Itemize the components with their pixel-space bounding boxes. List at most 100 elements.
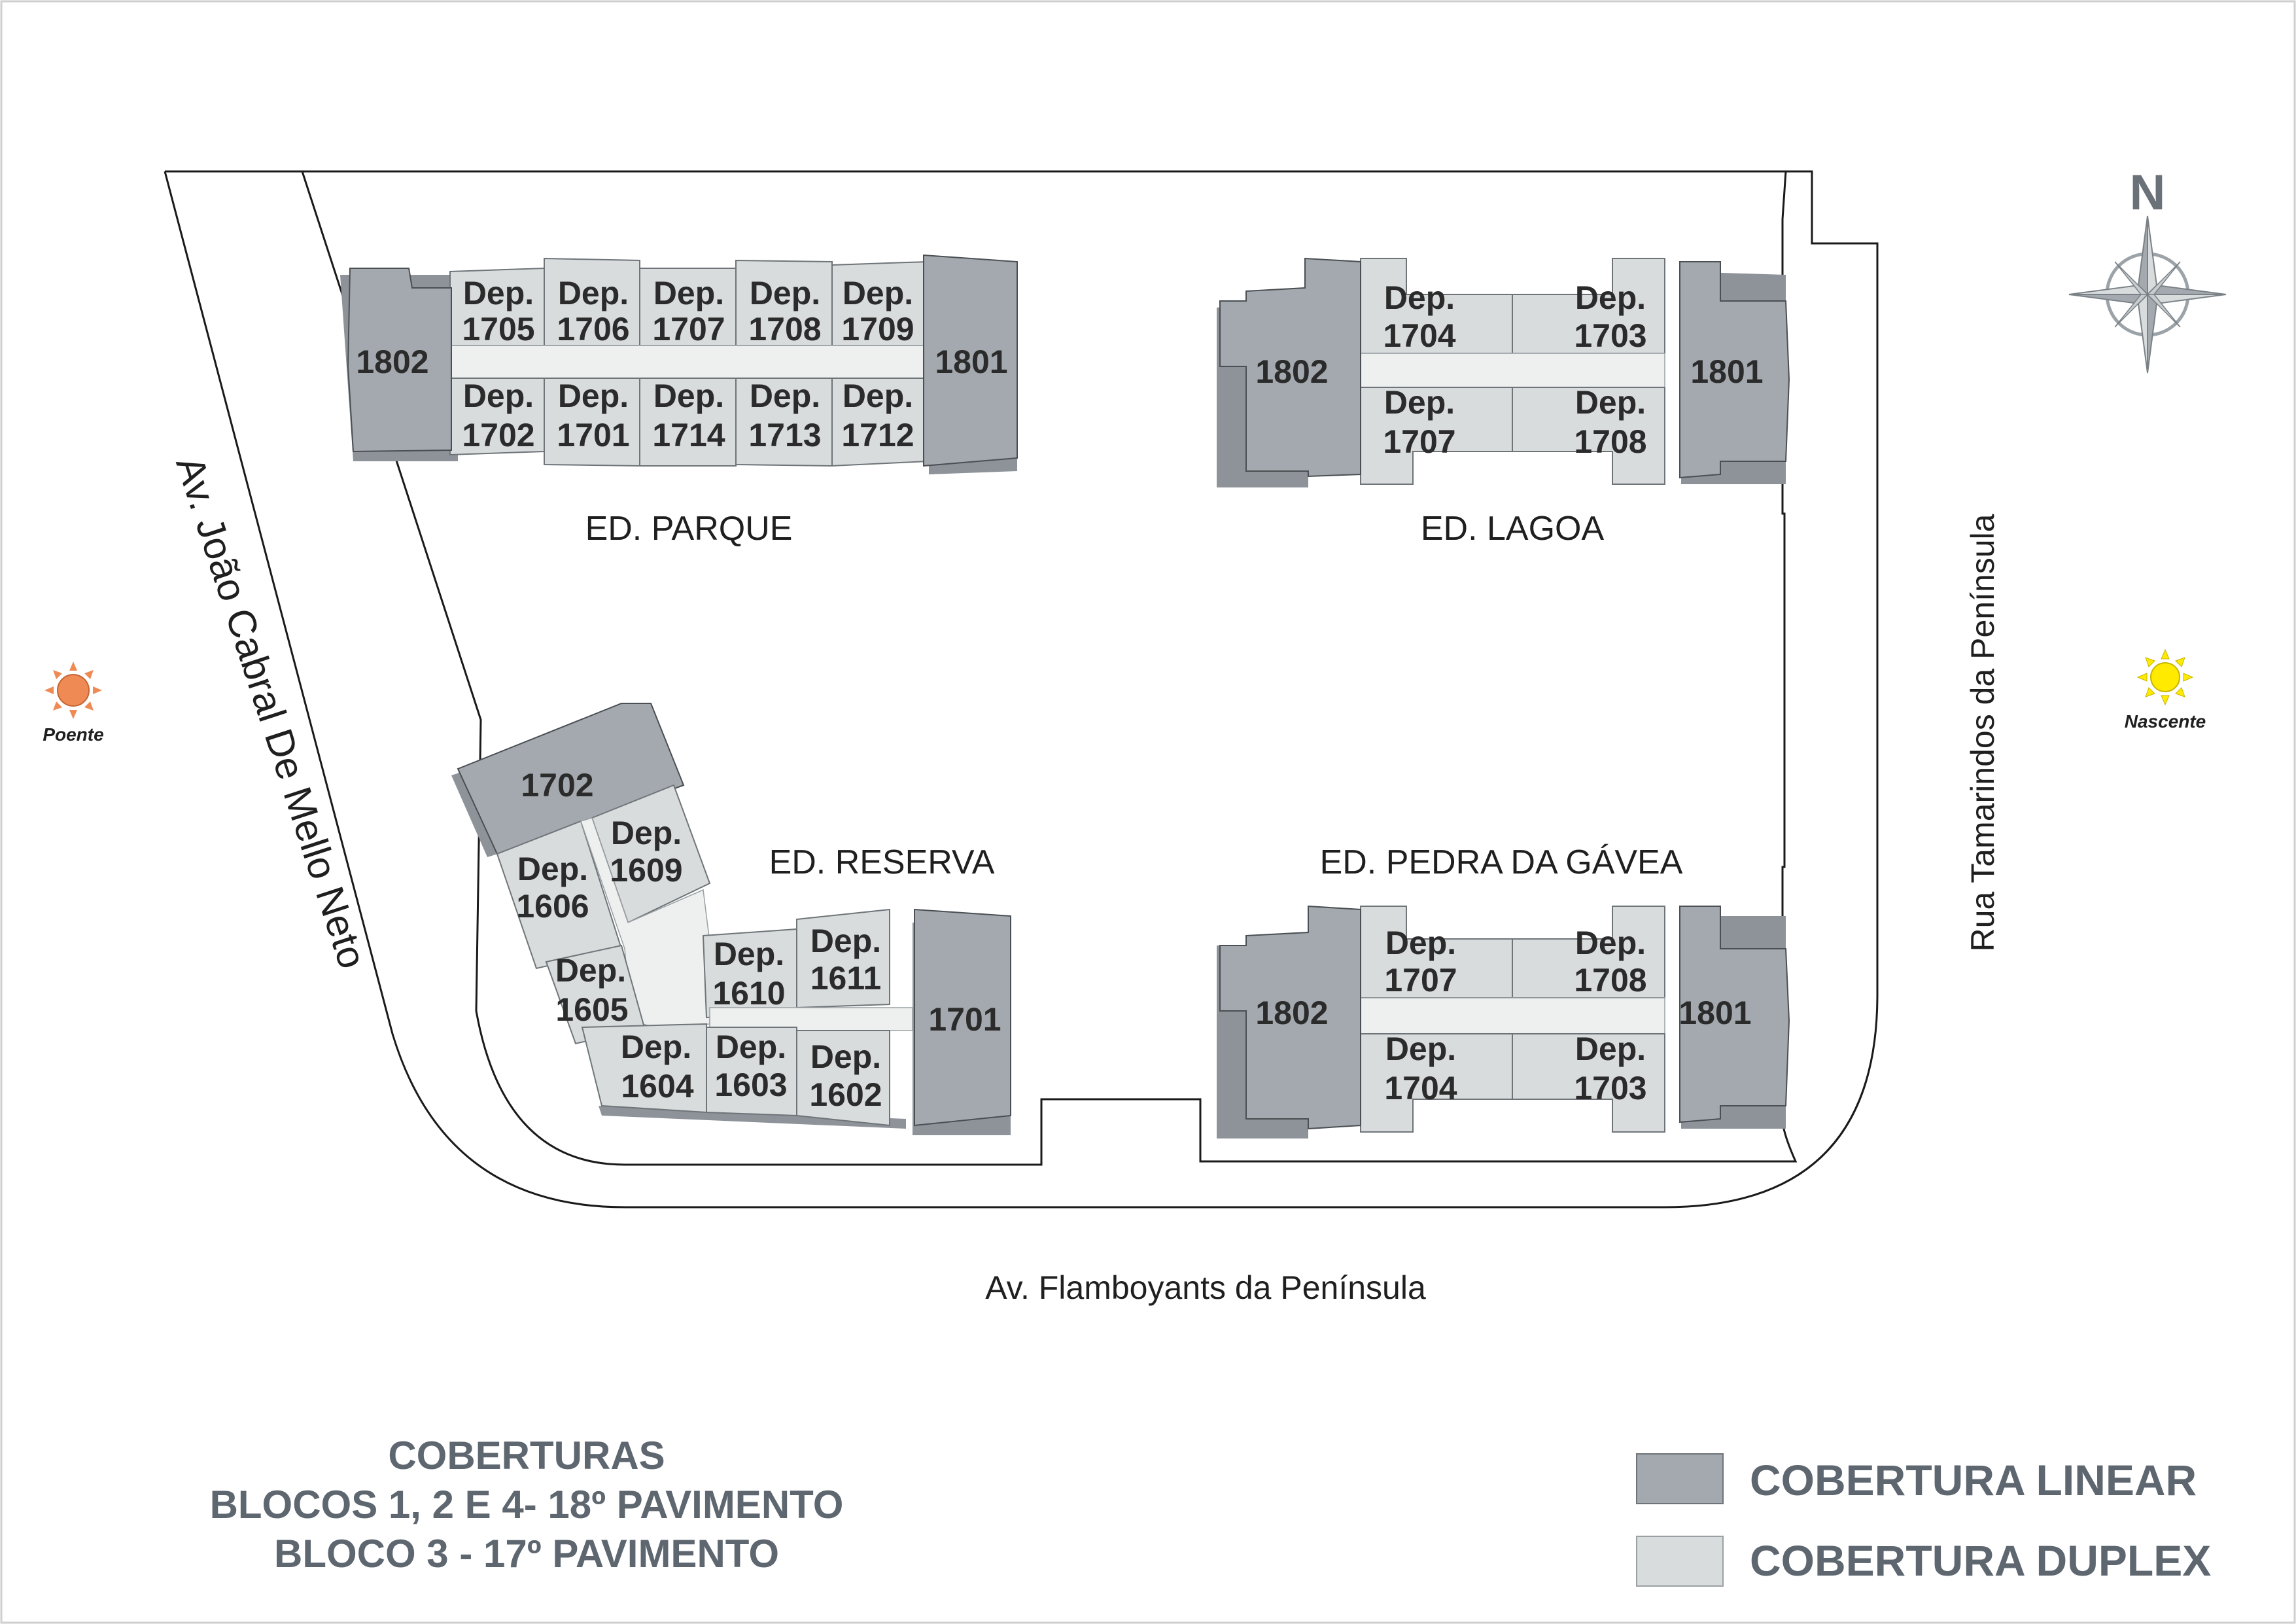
- title-line-2: BLOCOS 1, 2 E 4- 18º PAVIMENTO: [210, 1483, 844, 1527]
- unit-reserva-1611[interactable]: [796, 908, 890, 1009]
- poente-sun-icon: [44, 662, 102, 719]
- label-dep: Dep.: [714, 936, 784, 972]
- labels-parque: 1802 1801 Dep. 1705 Dep. 1706 Dep. 1707 …: [356, 275, 1007, 453]
- poente-label: Poente: [43, 724, 103, 745]
- label-1708: 1708: [1574, 962, 1646, 998]
- label-pedra-1801: 1801: [1679, 995, 1751, 1031]
- label-dep: Dep.: [517, 851, 588, 887]
- label-1707: 1707: [1384, 962, 1457, 998]
- unit-pedra-1703[interactable]: [1512, 1033, 1665, 1133]
- building-name-lagoa: ED. LAGOA: [1421, 510, 1605, 548]
- corridor-pedra: [1360, 997, 1665, 1034]
- building-name-reserva: ED. RESERVA: [769, 843, 995, 881]
- legend-swatch-linear: [1636, 1453, 1724, 1504]
- compass-north-label: N: [2130, 165, 2166, 221]
- label-dep: Dep.: [1384, 384, 1455, 421]
- label-1707: 1707: [1383, 423, 1455, 460]
- label-dep: Dep.: [621, 1029, 691, 1065]
- label-1610: 1610: [712, 975, 785, 1012]
- label-dep: Dep.: [843, 378, 913, 414]
- nascente-label: Nascente: [2125, 711, 2206, 732]
- building-parque: [340, 254, 1018, 474]
- label-1708: 1708: [748, 311, 821, 347]
- label-1606: 1606: [516, 888, 589, 925]
- label-dep: Dep.: [555, 952, 626, 989]
- street-south-label: Av. Flamboyants da Península: [985, 1269, 1426, 1306]
- street-edge-west: [164, 170, 1879, 1209]
- unit-lagoa-1802[interactable]: [1219, 257, 1361, 478]
- label-dep: Dep.: [1384, 279, 1455, 316]
- label-1609: 1609: [610, 852, 682, 889]
- label-1701: 1701: [557, 417, 629, 453]
- label-dep: Dep.: [810, 1038, 881, 1075]
- label-dep: Dep.: [1385, 1031, 1456, 1067]
- label-1604: 1604: [621, 1068, 693, 1104]
- label-1603: 1603: [714, 1067, 787, 1103]
- label-reserva-1702: 1702: [521, 767, 593, 803]
- label-dep: Dep.: [810, 923, 881, 959]
- label-dep: Dep.: [750, 378, 820, 414]
- compass-rose-icon: [2068, 215, 2227, 374]
- legend-label-linear: COBERTURA LINEAR: [1750, 1456, 2197, 1504]
- title-line-1: COBERTURAS: [388, 1434, 665, 1477]
- label-dep: Dep.: [463, 378, 534, 414]
- label-1702: 1702: [462, 417, 534, 453]
- label-1714: 1714: [652, 417, 725, 453]
- label-1611: 1611: [810, 960, 881, 997]
- unit-parque-1714[interactable]: [639, 378, 737, 467]
- label-1709: 1709: [841, 311, 914, 347]
- label-1703: 1703: [1574, 317, 1646, 354]
- label-1704: 1704: [1384, 1070, 1457, 1106]
- labels-pedra: 1802 1801 Dep. 1707 Dep. 1708 Dep. 1704 …: [1255, 925, 1751, 1106]
- label-dep: Dep.: [1575, 925, 1646, 961]
- nascente-sun-icon: [2136, 648, 2194, 706]
- unit-reserva-1602[interactable]: [796, 1030, 890, 1127]
- unit-reserva-1701[interactable]: [914, 908, 1011, 1127]
- label-dep: Dep.: [1575, 279, 1646, 316]
- label-dep: Dep.: [653, 378, 724, 414]
- unit-pedra-1802[interactable]: [1219, 905, 1361, 1130]
- legend-label-duplex: COBERTURA DUPLEX: [1750, 1536, 2211, 1585]
- label-parque-1801: 1801: [935, 344, 1007, 380]
- label-1705: 1705: [462, 311, 534, 347]
- label-lagoa-1802: 1802: [1255, 353, 1328, 390]
- label-lagoa-1801: 1801: [1690, 353, 1763, 390]
- label-1704: 1704: [1383, 317, 1455, 354]
- label-dep: Dep.: [750, 275, 820, 311]
- unit-lagoa-1801[interactable]: [1679, 261, 1790, 479]
- corridor-lagoa: [1360, 353, 1665, 388]
- legend-swatch-duplex: [1636, 1536, 1724, 1587]
- label-dep: Dep.: [558, 378, 629, 414]
- label-dep: Dep.: [463, 275, 534, 311]
- label-dep: Dep.: [1575, 1031, 1646, 1067]
- title-line-3: BLOCO 3 - 17º PAVIMENTO: [274, 1532, 779, 1576]
- label-1703: 1703: [1574, 1070, 1646, 1106]
- label-1602: 1602: [809, 1076, 882, 1113]
- labels-lagoa: 1802 1801 Dep. 1704 Dep. 1703 Dep. 1707 …: [1255, 279, 1763, 460]
- label-1605: 1605: [555, 991, 628, 1028]
- label-dep: Dep.: [1575, 384, 1646, 421]
- label-1712: 1712: [841, 417, 914, 453]
- unit-parque-1801[interactable]: [923, 254, 1018, 467]
- unit-reserva-1702[interactable]: [457, 703, 685, 855]
- label-dep: Dep.: [843, 275, 913, 311]
- label-1713: 1713: [748, 417, 821, 453]
- unit-lagoa-1708[interactable]: [1512, 387, 1665, 485]
- label-1707: 1707: [652, 311, 725, 347]
- label-dep: Dep.: [558, 275, 629, 311]
- street-east-label: Rua Tamarindos da Península: [1964, 514, 2001, 951]
- label-1708: 1708: [1574, 423, 1646, 460]
- corridor-parque: [449, 345, 928, 379]
- label-1706: 1706: [557, 311, 629, 347]
- label-dep: Dep.: [716, 1029, 786, 1065]
- label-reserva-1701: 1701: [928, 1001, 1001, 1038]
- unit-pedra-1801[interactable]: [1679, 906, 1790, 1123]
- unit-parque-1802[interactable]: [347, 268, 452, 453]
- building-pedra: [1217, 905, 1790, 1139]
- building-reserva: [451, 703, 1011, 1135]
- street-west-label: Av. João Cabral De Mello Neto: [167, 451, 375, 974]
- label-dep: Dep.: [653, 275, 724, 311]
- building-name-parque: ED. PARQUE: [585, 510, 793, 548]
